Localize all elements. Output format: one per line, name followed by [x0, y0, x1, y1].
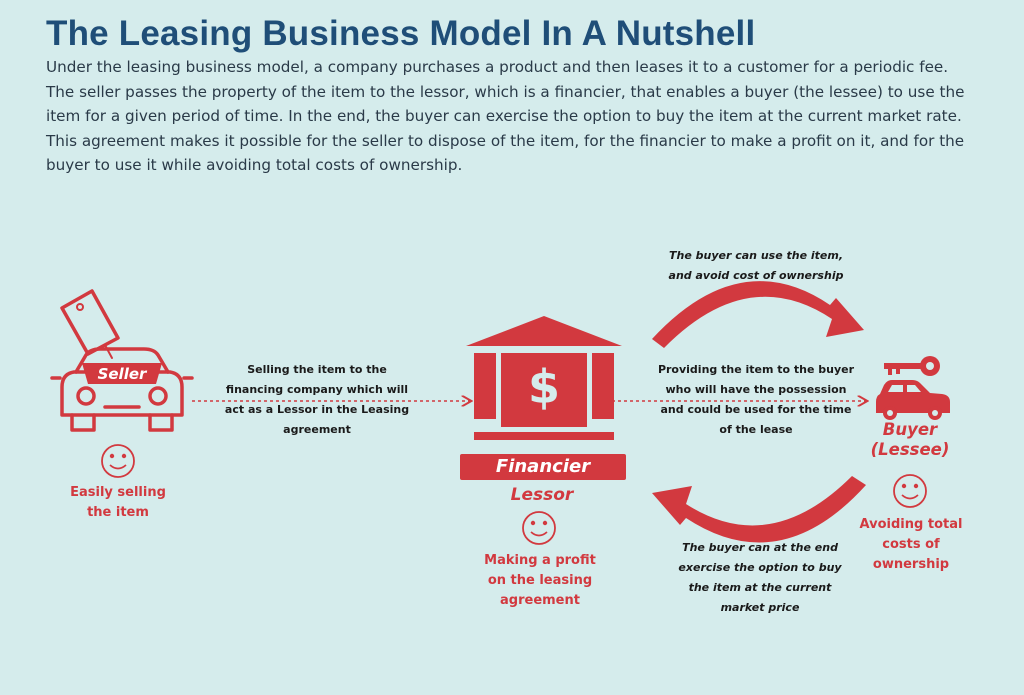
label-bottom-curve: The buyer can at the end exercise the op…: [678, 541, 842, 614]
seller-benefit: Easily selling the item: [70, 485, 166, 520]
page-title: The Leasing Business Model In A Nutshell: [46, 14, 756, 53]
top-curved-arrow: [652, 281, 864, 348]
bottom-curved-arrow: [652, 476, 866, 543]
seller-tag-label: Seller: [97, 365, 147, 383]
label-top-curve: The buyer can use the item, and avoid co…: [668, 249, 844, 282]
lessor-label: Lessor: [510, 485, 574, 505]
financier-benefit: Making a profit on the leasing agreement: [484, 553, 596, 608]
label-financier-to-buyer: Providing the item to the buyer who will…: [657, 363, 855, 436]
seller-smiley-icon: [101, 444, 135, 478]
key-icon: [884, 356, 940, 376]
financier-banner-label: Financier: [495, 456, 591, 477]
dollar-symbol: $: [527, 360, 560, 414]
intro-paragraph: Under the leasing business model, a comp…: [46, 58, 965, 175]
seller-car-icon: [50, 289, 194, 432]
label-seller-to-financier: Selling the item to the financing compan…: [224, 363, 410, 436]
buyer-benefit: Avoiding total costs of ownership: [859, 517, 963, 572]
bank-icon: [460, 316, 626, 480]
seller-banner: [82, 363, 162, 384]
financier-smiley-icon: [522, 511, 556, 545]
buyer-label: Buyer (Lessee): [870, 420, 950, 459]
buyer-car-icon: [876, 380, 950, 420]
buyer-smiley-icon: [893, 474, 927, 508]
